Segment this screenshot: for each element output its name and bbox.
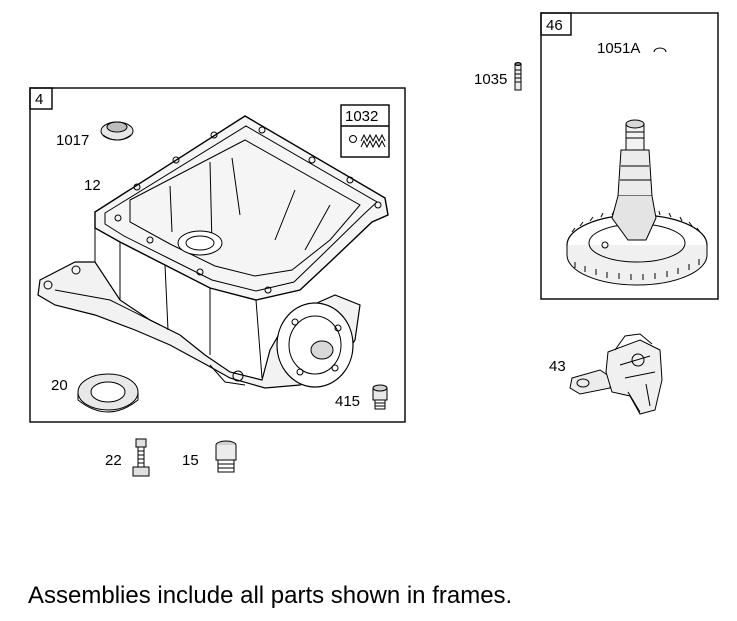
frame-1032-number: 1032 bbox=[345, 108, 378, 125]
frame-46-number: 46 bbox=[546, 17, 563, 34]
frame-1032-border bbox=[340, 104, 390, 158]
part-camshaft-gear bbox=[566, 119, 708, 286]
relief-valve-ball-spring bbox=[349, 133, 386, 149]
frame-46: 46 1051A bbox=[540, 12, 719, 300]
part-1035-pin bbox=[514, 62, 522, 91]
frame-4-number: 4 bbox=[35, 91, 43, 108]
part-1051a-retainer-ring bbox=[653, 47, 667, 53]
label-1017: 1017 bbox=[56, 132, 89, 149]
label-20: 20 bbox=[51, 377, 68, 394]
part-sump-housing bbox=[37, 115, 389, 389]
label-22: 22 bbox=[105, 452, 122, 469]
frame-4-tag-box bbox=[29, 87, 53, 110]
label-12: 12 bbox=[84, 177, 101, 194]
label-1035: 1035 bbox=[474, 71, 507, 88]
assembly-note: Assemblies include all parts shown in fr… bbox=[28, 582, 513, 609]
label-1051a: 1051A bbox=[597, 40, 640, 57]
label-415: 415 bbox=[335, 393, 360, 410]
label-15: 15 bbox=[182, 452, 199, 469]
part-1017-plug bbox=[100, 121, 134, 141]
frame-46-border bbox=[540, 12, 719, 300]
frame-4: 4 1032 1017 12 bbox=[29, 87, 406, 423]
part-43-mechanism bbox=[569, 333, 663, 415]
part-15-plug bbox=[215, 440, 237, 473]
frame-1032: 1032 bbox=[340, 104, 390, 158]
part-20-oil-seal bbox=[77, 373, 139, 413]
frame-46-tag-box bbox=[540, 12, 572, 36]
label-43: 43 bbox=[549, 358, 566, 375]
part-415-drain-plug bbox=[372, 384, 388, 410]
part-22-bolt bbox=[132, 438, 150, 477]
frame-4-border bbox=[29, 87, 406, 423]
